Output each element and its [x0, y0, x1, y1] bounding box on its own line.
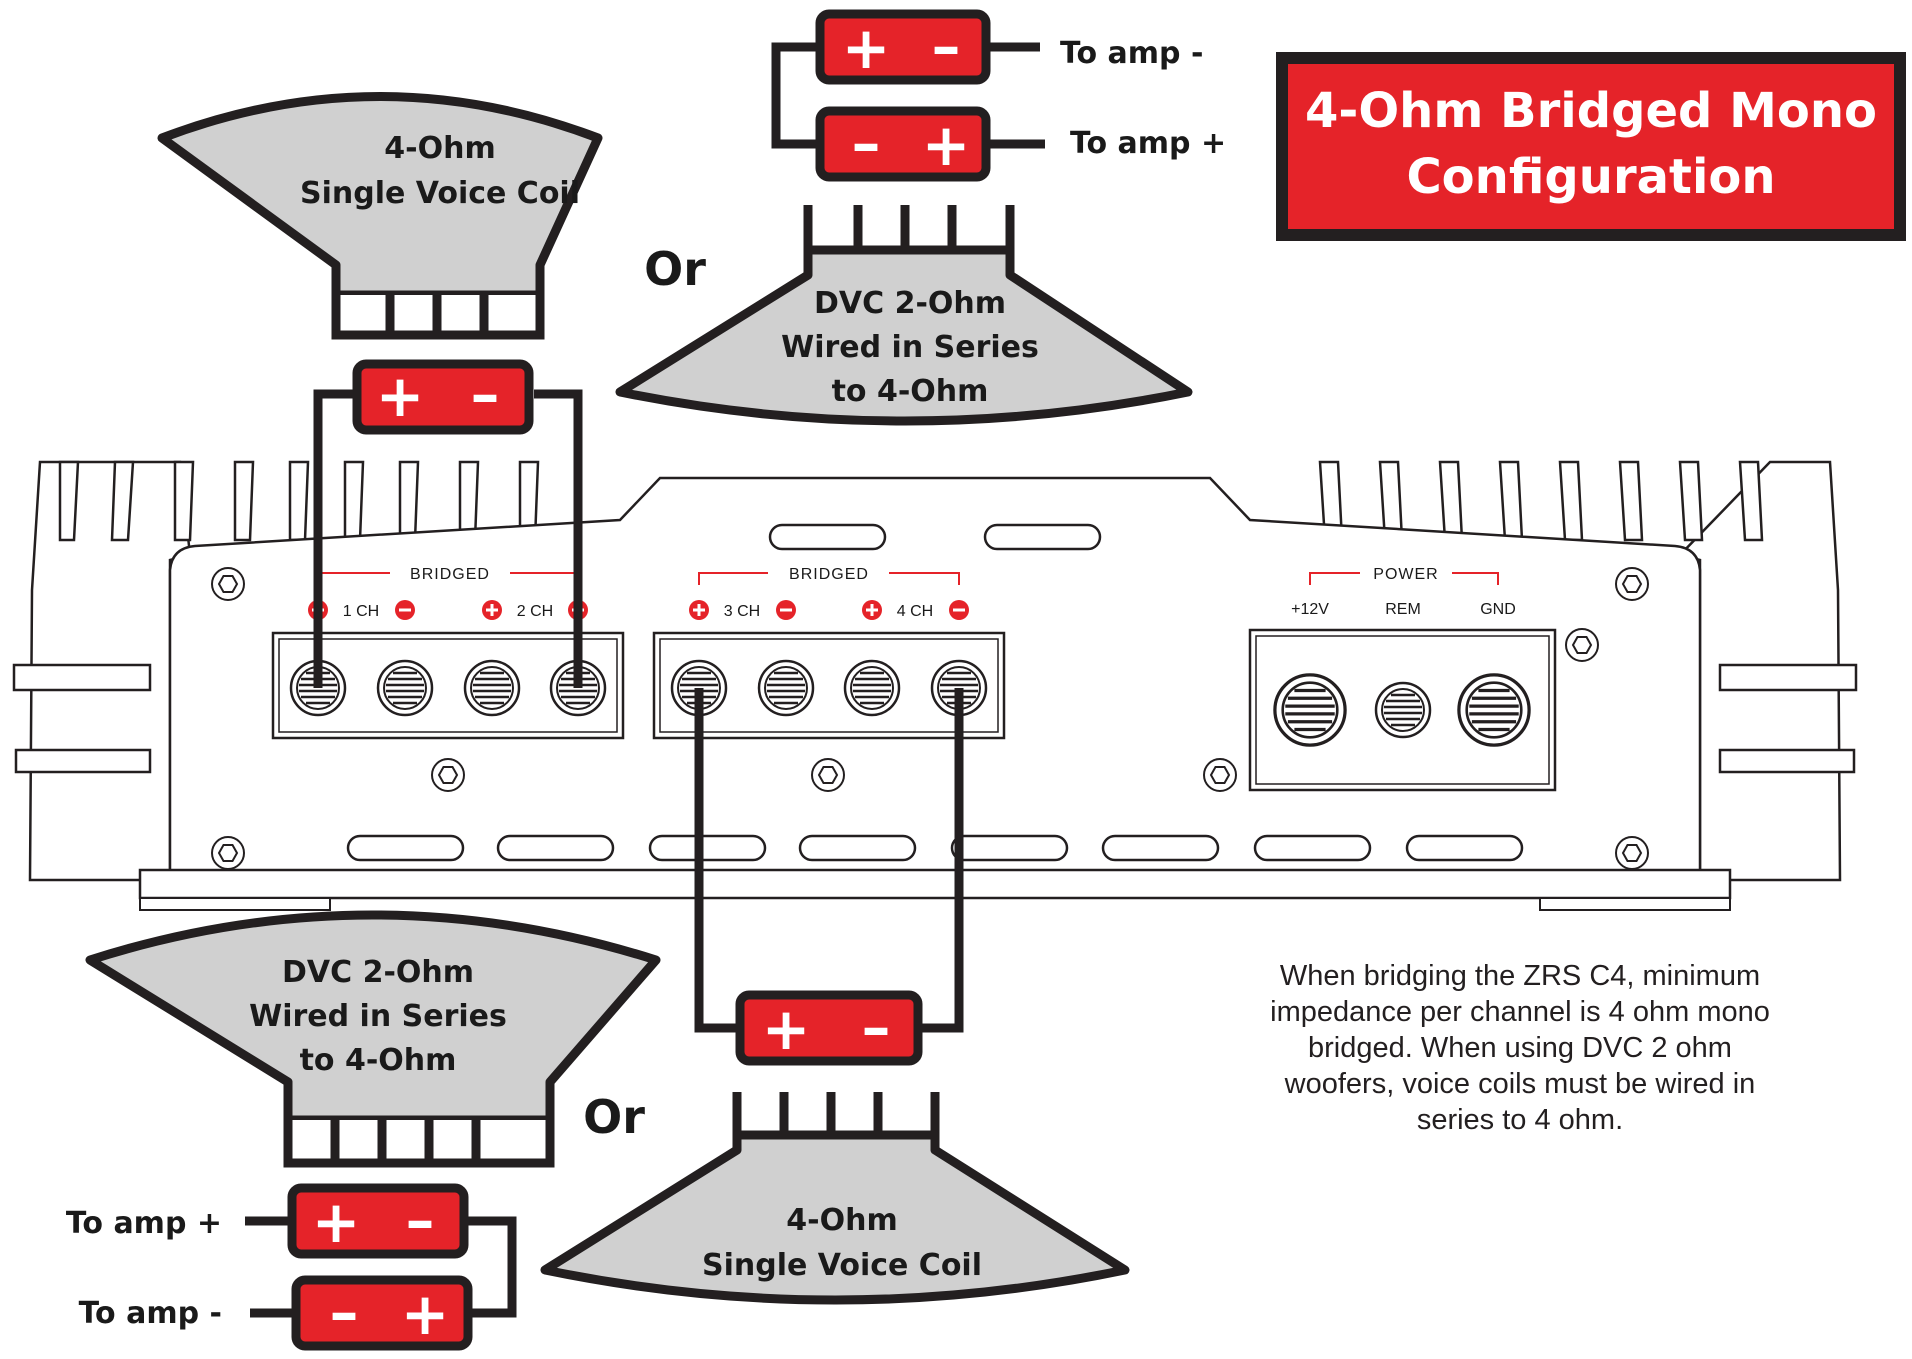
vent-slot: [768, 523, 887, 551]
note-line2: impedance per channel is 4 ohm mono: [1270, 996, 1770, 1028]
chassis-bolt: [1615, 836, 1649, 870]
12v-label: +12V: [1291, 601, 1329, 618]
speaker-top-right-line3: to 4-Ohm: [832, 374, 989, 409]
rem-label: REM: [1385, 601, 1421, 618]
minus-terminal-symbol: –: [471, 360, 500, 428]
speaker-bottom-left-line2: Wired in Series: [249, 999, 507, 1034]
speaker-bottom-right: + – 4-Ohm Single Voice Coil: [540, 990, 1130, 1305]
note-line5: series to 4 ohm.: [1417, 1104, 1623, 1136]
note-line1: When bridging the ZRS C4, minimum: [1280, 960, 1760, 992]
amp-base: [138, 868, 1732, 900]
plus-badge-icon: [687, 598, 711, 622]
amplifier: BRIDGED BRIDGED POWER 1 CH 2 CH 3 CH 4 C…: [12, 460, 1858, 911]
to-amp-minus-label: To amp -: [1060, 36, 1203, 71]
or-label: Or: [583, 1090, 645, 1144]
heatsink-fins-right: [1318, 460, 1858, 882]
plus-terminal-symbol: +: [762, 995, 811, 1063]
note-line4: woofers, voice coils must be wired in: [1284, 1068, 1756, 1100]
chassis-bolt: [1203, 758, 1237, 792]
power-12v-terminal[interactable]: [1273, 673, 1347, 747]
plus-badge-icon: [480, 598, 504, 622]
minus-terminal-symbol: –: [932, 12, 961, 80]
to-amp-plus-label: To amp +: [66, 1206, 222, 1241]
chassis-bolt: [1565, 628, 1599, 662]
chassis-bolt: [211, 567, 245, 601]
wires: [245, 42, 1045, 1318]
heatsink-fins-left: [12, 460, 540, 882]
plus-terminal-symbol: +: [312, 1188, 361, 1256]
terminal-2-plus[interactable]: [463, 659, 521, 717]
minus-terminal-symbol: –: [852, 109, 881, 177]
vent-slot: [983, 523, 1102, 551]
terminal-3-minus[interactable]: [757, 659, 815, 717]
minus-terminal-symbol: –: [330, 1278, 359, 1346]
minus-badge-icon: [774, 598, 798, 622]
title-box: 4-Ohm Bridged Mono Configuration: [1276, 52, 1906, 241]
power-bracket: POWER: [1309, 566, 1499, 585]
speaker-bottom-right-line2: Single Voice Coil: [702, 1248, 982, 1283]
speaker-top-left-line2: Single Voice Coil: [300, 176, 580, 211]
plus-badge-icon: [860, 598, 884, 622]
plus-terminal-symbol: +: [922, 111, 971, 179]
speaker-bottom-left-line1: DVC 2-Ohm: [282, 955, 474, 990]
plus-terminal-symbol: +: [842, 14, 891, 82]
terminal-1-minus[interactable]: [376, 659, 434, 717]
minus-badge-icon: [947, 598, 971, 622]
or-label: Or: [644, 242, 706, 296]
bridged-bracket-2: BRIDGED: [698, 566, 960, 585]
plus-terminal-symbol: +: [401, 1280, 450, 1348]
speaker-top-left: 4-Ohm Single Voice Coil + –: [157, 92, 603, 435]
to-amp-plus-label: To amp +: [1070, 126, 1226, 161]
channel-3-label: 3 CH: [724, 603, 760, 620]
terminal-4-plus[interactable]: [843, 659, 901, 717]
chassis-bolt: [431, 758, 465, 792]
channel-2-label: 2 CH: [517, 603, 553, 620]
speaker-top-left-line1: 4-Ohm: [384, 131, 495, 166]
bottom-vents: [346, 834, 1524, 862]
speaker-bottom-left: DVC 2-Ohm Wired in Series to 4-Ohm + – –…: [85, 910, 661, 1351]
minus-terminal-symbol: –: [862, 993, 891, 1061]
channel-1-label: 1 CH: [343, 603, 379, 620]
note-paragraph: When bridging the ZRS C4, minimum impeda…: [1270, 960, 1770, 1136]
title-line2: Configuration: [1406, 149, 1775, 205]
ground-terminal[interactable]: [1457, 673, 1531, 747]
title-line1: 4-Ohm Bridged Mono: [1305, 83, 1877, 139]
to-amp-minus-label: To amp -: [79, 1296, 222, 1331]
minus-terminal-symbol: –: [406, 1186, 435, 1254]
minus-badge-icon: [393, 598, 417, 622]
power-label: POWER: [1373, 566, 1438, 583]
plus-terminal-symbol: +: [376, 362, 425, 430]
remote-terminal[interactable]: [1374, 681, 1432, 739]
speaker-top-right-line1: DVC 2-Ohm: [814, 286, 1006, 321]
bridged-label: BRIDGED: [789, 566, 869, 583]
chassis-bolt: [211, 836, 245, 870]
speaker-bottom-left-line3: to 4-Ohm: [300, 1043, 457, 1078]
speaker-bottom-right-line1: 4-Ohm: [786, 1203, 897, 1238]
chassis-bolt: [811, 758, 845, 792]
note-line3: bridged. When using DVC 2 ohm: [1308, 1032, 1732, 1064]
speaker-top-right: DVC 2-Ohm Wired in Series to 4-Ohm + – –…: [615, 9, 1193, 426]
chassis-bolt: [1615, 567, 1649, 601]
speaker-top-right-line2: Wired in Series: [781, 330, 1039, 365]
channel-4-label: 4 CH: [897, 603, 933, 620]
gnd-label: GND: [1480, 601, 1516, 618]
bridged-label: BRIDGED: [410, 566, 490, 583]
